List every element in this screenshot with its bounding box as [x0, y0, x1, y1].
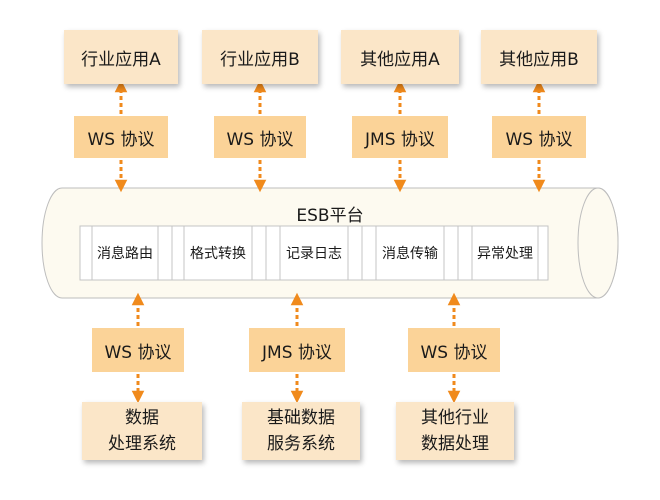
app-label-1: 行业应用A [81, 49, 161, 70]
protocol-label-bottom-2: JMS 协议 [262, 342, 332, 363]
system-1-line-2: 处理系统 [108, 434, 176, 454]
protocol-box-bottom-1: WS 协议 [92, 328, 184, 372]
system-1-line-1: 数据 [125, 408, 159, 428]
protocol-label-top-4: WS 协议 [505, 129, 573, 150]
protocol-box-bottom-2: JMS 协议 [249, 328, 345, 372]
system-3-line-2: 数据处理 [421, 434, 489, 454]
system-3-line-1: 其他行业 [421, 408, 489, 428]
module-strip [79, 225, 549, 281]
app-label-2: 行业应用B [220, 49, 300, 70]
protocol-label-top-1: WS 协议 [87, 129, 155, 150]
system-box-1: 数据 处理系统 [82, 402, 202, 460]
system-box-3: 其他行业 数据处理 [396, 402, 514, 460]
esb-bus-right-cap [577, 187, 619, 299]
app-box-3: 其他应用A [341, 30, 459, 84]
app-label-3: 其他应用A [360, 49, 440, 70]
module-message-routing: 消息路由 [97, 246, 153, 262]
protocol-label-bottom-3: WS 协议 [420, 342, 488, 363]
app-label-4: 其他应用B [499, 49, 579, 70]
app-box-2: 行业应用B [202, 30, 318, 84]
app-box-1: 行业应用A [64, 30, 178, 84]
module-logging: 记录日志 [286, 246, 342, 262]
esb-platform-title: ESB平台 [296, 206, 364, 226]
protocol-box-top-3: JMS 协议 [352, 116, 448, 158]
module-exception-handling: 异常处理 [477, 246, 533, 262]
system-2-line-2: 服务系统 [267, 434, 335, 454]
module-message-transport: 消息传输 [382, 246, 438, 262]
protocol-box-top-4: WS 协议 [492, 116, 586, 158]
protocol-label-top-2: WS 协议 [226, 129, 294, 150]
system-box-2: 基础数据 服务系统 [242, 402, 360, 460]
protocol-box-top-2: WS 协议 [214, 116, 306, 158]
app-box-4: 其他应用B [481, 30, 597, 84]
bottom-connectors [131, 292, 461, 404]
top-connectors [114, 79, 546, 193]
system-2-line-1: 基础数据 [267, 408, 335, 428]
module-format-conversion: 格式转换 [190, 246, 246, 262]
protocol-box-top-1: WS 协议 [74, 116, 168, 158]
protocol-box-bottom-3: WS 协议 [408, 328, 500, 372]
protocol-label-top-3: JMS 协议 [365, 129, 435, 150]
protocol-label-bottom-1: WS 协议 [104, 342, 172, 363]
